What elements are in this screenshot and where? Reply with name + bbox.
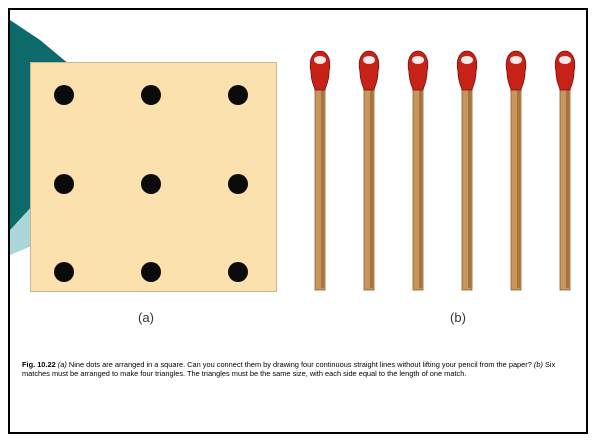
match-2 — [359, 51, 379, 290]
dot-r1-c3 — [228, 85, 248, 105]
match-1 — [310, 51, 330, 290]
match-stick-shade — [468, 82, 471, 288]
match-stick-shade — [419, 82, 422, 288]
match-head-highlight — [461, 56, 473, 64]
match-5 — [506, 51, 526, 290]
caption-part-a-text: Nine dots are arranged in a square. Can … — [67, 360, 534, 369]
match-stick-shade — [517, 82, 520, 288]
caption-part-b-tag: (b) — [534, 360, 543, 369]
match-3 — [408, 51, 428, 290]
match-head-highlight — [510, 56, 522, 64]
dot-r1-c1 — [54, 85, 74, 105]
nine-dots-panel — [30, 62, 277, 292]
slide-frame: (a) (b) Fig. 10.22 (a) Nine dots are arr… — [8, 8, 588, 434]
dot-r3-c1 — [54, 262, 74, 282]
dot-r2-c3 — [228, 174, 248, 194]
match-head-highlight — [363, 56, 375, 64]
dot-r1-c2 — [141, 85, 161, 105]
match-stick-shade — [566, 82, 569, 288]
match-head-highlight — [314, 56, 326, 64]
dot-r2-c2 — [141, 174, 161, 194]
match-head-highlight — [559, 56, 571, 64]
six-matches-illustration — [306, 50, 586, 300]
dot-r3-c2 — [141, 262, 161, 282]
caption-part-a-tag: (a) — [58, 360, 67, 369]
match-6 — [555, 51, 575, 290]
match-4 — [457, 51, 477, 290]
figure-caption: Fig. 10.22 (a) Nine dots are arranged in… — [22, 360, 567, 378]
match-stick-shade — [370, 82, 373, 288]
match-stick-shade — [321, 82, 324, 288]
subfigure-label-b: (b) — [438, 310, 478, 325]
match-head-highlight — [412, 56, 424, 64]
dot-r3-c3 — [228, 262, 248, 282]
figure-number: Fig. 10.22 — [22, 360, 56, 369]
dot-r2-c1 — [54, 174, 74, 194]
subfigure-label-a: (a) — [126, 310, 166, 325]
